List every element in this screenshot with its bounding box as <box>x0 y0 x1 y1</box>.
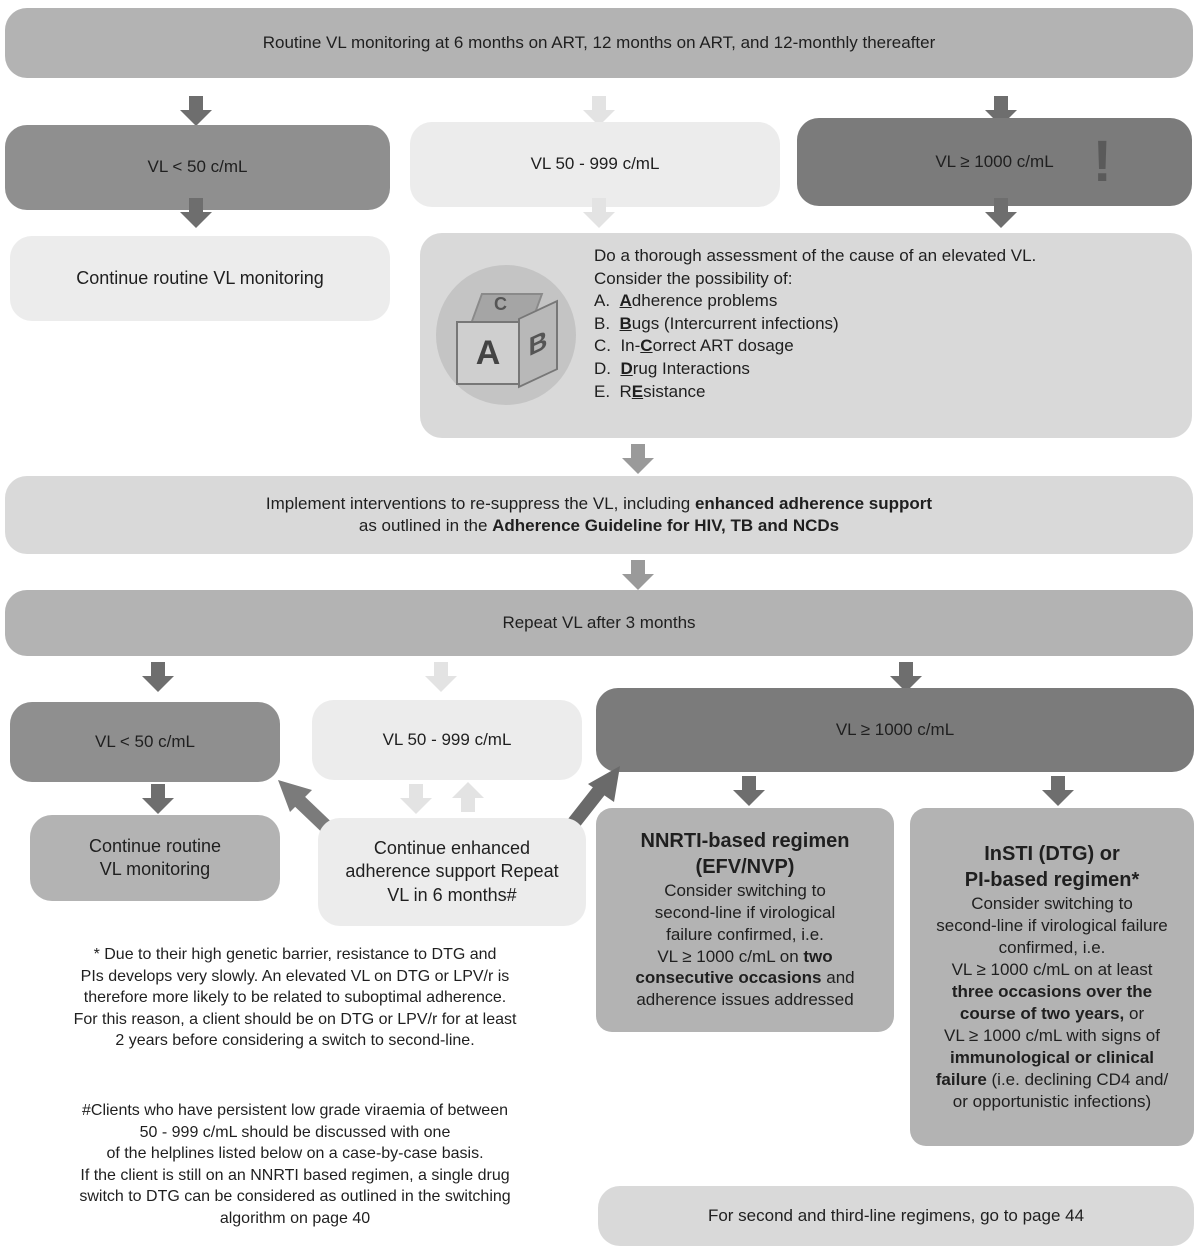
continue-routine-line-1: Continue routine <box>88 835 222 856</box>
footnote-star-line: * Due to their high genetic barrier, res… <box>93 946 497 963</box>
repeat-vl-box: Repeat VL after 3 months <box>5 590 1193 656</box>
footnote-star-line: therefore more likely to be related to s… <box>83 989 507 1007</box>
insti-title-2: PI-based regimen* <box>964 868 1140 891</box>
interventions-box: Implement interventions to re-suppress t… <box>5 476 1193 554</box>
assessment-item: D. Drug Interactions <box>594 359 750 379</box>
arrow-down-icon <box>180 198 212 228</box>
nnrti-regimen-box: NNRTI-based regimen (EFV/NVP) Consider s… <box>596 808 894 1032</box>
assessment-box: A B C Do a thorough assessment of the ca… <box>420 233 1192 438</box>
footnote-hash-line: #Clients who have persistent low grade v… <box>81 1102 508 1119</box>
nnrti-line-6: adherence issues addressed <box>636 990 854 1010</box>
repeat-vl-mid-label: VL 50 - 999 c/mL <box>382 729 512 749</box>
arrow-down-icon <box>622 444 654 474</box>
footnote-hash-line: switch to DTG can be considered as outli… <box>79 1188 511 1206</box>
footnote-hash-line: 50 - 999 c/mL should be discussed with o… <box>139 1123 451 1141</box>
assessment-line-1: Do a thorough assessment of the cause of… <box>594 246 1037 265</box>
assessment-item: A. Adherence problems <box>594 291 778 311</box>
assessment-item: B. Bugs (Intercurrent infections) <box>594 313 839 333</box>
vl-high-box: VL ≥ 1000 c/mL ! <box>797 118 1192 206</box>
arrow-down-icon <box>142 784 174 814</box>
insti-line-6-bold: course of two years, <box>959 1004 1125 1023</box>
arrow-down-icon <box>985 198 1017 228</box>
arrow-up-icon <box>452 782 484 798</box>
exclamation-icon: ! <box>1092 129 1112 194</box>
page-44-box: For second and third-line regimens, go t… <box>598 1186 1194 1246</box>
continue-enhanced-line-3: VL in 6 months# <box>387 884 517 905</box>
nnrti-line-5-bold: consecutive occasions <box>635 968 822 988</box>
repeat-vl-high-box: VL ≥ 1000 c/mL <box>596 688 1194 772</box>
repeat-vl-high-label: VL ≥ 1000 c/mL <box>835 719 955 739</box>
arrow-up-icon <box>461 798 475 812</box>
nnrti-line-4-bold: two <box>803 946 833 966</box>
arrow-down-icon <box>425 662 457 692</box>
arrow-down-icon <box>622 560 654 590</box>
repeat-vl-text: Repeat VL after 3 months <box>502 612 696 632</box>
vl-low-box: VL < 50 c/mL <box>5 125 390 210</box>
arrow-down-icon <box>180 96 212 126</box>
routine-monitoring-box: Routine VL monitoring at 6 months on ART… <box>5 8 1193 78</box>
footnote-hash-line: If the client is still on an NNRTI based… <box>80 1166 510 1184</box>
repeat-vl-low-box: VL < 50 c/mL <box>10 702 280 782</box>
insti-line-8-bold: immunological or clinical <box>949 1048 1155 1068</box>
continue-routine-vl-box: Continue routine VL monitoring <box>30 815 280 901</box>
nnrti-title-2: (EFV/NVP) <box>695 855 795 878</box>
repeat-vl-low-label: VL < 50 c/mL <box>94 731 195 751</box>
arrow-down-icon <box>142 662 174 692</box>
interventions-text-1: Implement interventions to re-suppress t… <box>265 493 695 513</box>
continue-routine-line-2: VL monitoring <box>99 859 211 879</box>
repeat-vl-mid-box: VL 50 - 999 c/mL <box>312 700 582 780</box>
nnrti-line-5: and <box>821 968 855 988</box>
assessment-text: Do a thorough assessment of the cause of… <box>594 245 1036 403</box>
footnote-star: * Due to their high genetic barrier, res… <box>10 944 580 1052</box>
insti-line-2: second-line if virological failure <box>936 915 1168 935</box>
insti-line-6: or <box>1124 1004 1145 1023</box>
routine-monitoring-text: Routine VL monitoring at 6 months on ART… <box>262 32 936 52</box>
nnrti-line-2: second-line if virological <box>654 903 836 923</box>
continue-enhanced-line-2: adherence support Repeat <box>345 861 559 882</box>
assessment-line-2: Consider the possibility of: <box>594 268 793 288</box>
insti-line-10: or opportunistic infections) <box>952 1092 1152 1112</box>
interventions-text-2: as outlined in the <box>358 516 493 535</box>
nnrti-title-1: NNRTI-based regimen <box>640 830 850 853</box>
insti-title-1: InSTI (DTG) or <box>984 842 1120 865</box>
abc-block-icon: A B C <box>436 265 576 405</box>
footnote-hash-line: of the helplines listed below on a case-… <box>106 1145 484 1163</box>
insti-regimen-box: InSTI (DTG) or PI-based regimen* Conside… <box>910 808 1194 1146</box>
continue-routine-box: Continue routine VL monitoring <box>10 236 390 321</box>
footnote-star-line: PIs develops very slowly. An elevated VL… <box>80 967 510 985</box>
assessment-item: E. REsistance <box>594 381 706 401</box>
interventions-bold-2: Adherence Guideline for HIV, TB and NCDs <box>492 516 840 535</box>
block-letter-c: C <box>494 294 507 314</box>
vl-mid-label: VL 50 - 999 c/mL <box>530 154 660 174</box>
insti-line-1: Consider switching to <box>971 893 1133 913</box>
insti-line-3: confirmed, i.e. <box>998 937 1106 957</box>
insti-line-7: VL ≥ 1000 c/mL with signs of <box>944 1026 1160 1046</box>
insti-line-4: VL ≥ 1000 c/mL on at least <box>951 959 1153 979</box>
insti-line-9-bold: failure <box>935 1070 987 1090</box>
continue-enhanced-box: Continue enhanced adherence support Repe… <box>318 818 586 926</box>
continue-routine-text: Continue routine VL monitoring <box>76 267 324 288</box>
block-letter-b: B <box>528 323 548 363</box>
page-44-text: For second and third-line regimens, go t… <box>707 1205 1085 1225</box>
arrow-down-icon <box>583 198 615 228</box>
vl-low-label: VL < 50 c/mL <box>147 157 248 177</box>
interventions-bold-1: enhanced adherence support <box>694 493 933 513</box>
nnrti-line-1: Consider switching to <box>664 881 826 901</box>
block-letter-a: A <box>475 333 501 372</box>
footnote-star-line: 2 years before considering a switch to s… <box>115 1032 475 1050</box>
vl-mid-box: VL 50 - 999 c/mL <box>410 122 780 207</box>
insti-line-9: (i.e. declining CD4 and/ <box>986 1070 1169 1090</box>
assessment-item: C. In-Correct ART dosage <box>594 336 794 356</box>
vl-high-label: VL ≥ 1000 c/mL <box>935 151 1054 171</box>
continue-enhanced-line-1: Continue enhanced <box>373 837 531 858</box>
footnote-star-line: For this reason, a client should be on D… <box>73 1010 517 1028</box>
nnrti-line-3: failure confirmed, i.e. <box>666 924 824 944</box>
nnrti-line-4: VL ≥ 1000 c/mL on <box>657 946 804 966</box>
arrow-down-icon <box>400 784 432 814</box>
footnote-hash-line: algorithm on page 40 <box>219 1209 371 1227</box>
insti-line-5-bold: three occasions over the <box>951 981 1153 1001</box>
arrow-down-icon <box>1042 776 1074 806</box>
footnote-hash: #Clients who have persistent low grade v… <box>10 1100 580 1230</box>
arrow-down-icon <box>733 776 765 806</box>
